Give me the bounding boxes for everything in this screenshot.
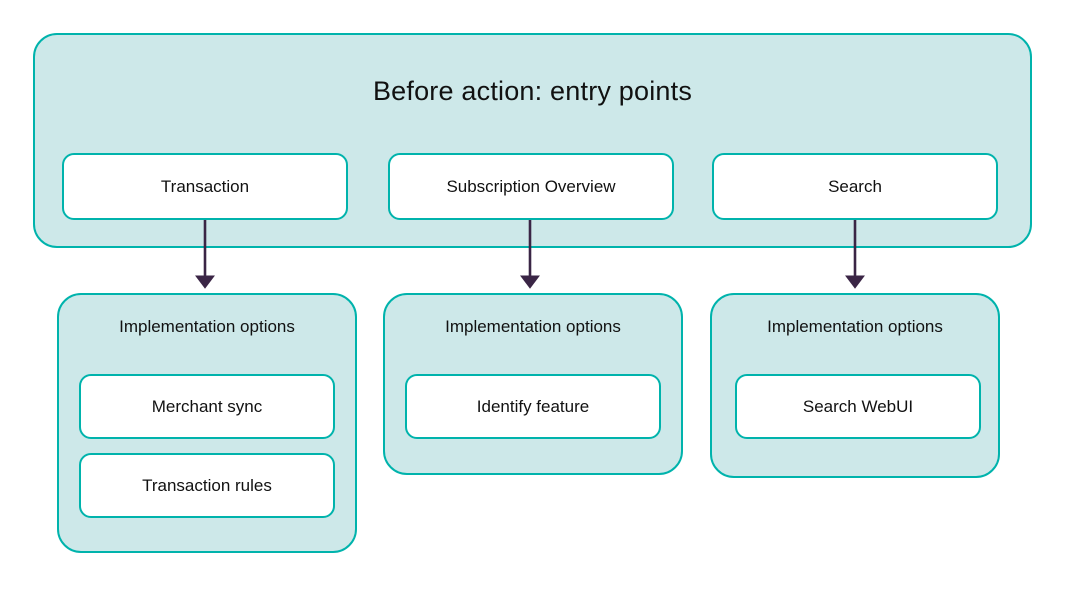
- node-identify-feature[interactable]: Identify feature: [405, 374, 661, 439]
- node-transaction-rules[interactable]: Transaction rules: [79, 453, 335, 518]
- node-transaction-rules-label: Transaction rules: [142, 475, 272, 495]
- implementation-options-title-subscription: Implementation options: [445, 317, 621, 336]
- node-search-webui-label: Search WebUI: [802, 396, 914, 416]
- node-transaction[interactable]: Transaction: [62, 153, 348, 220]
- entry-points-title: Before action: entry points: [372, 76, 693, 106]
- node-transaction-label: Transaction: [160, 176, 250, 196]
- implementation-options-title-transaction: Implementation options: [119, 317, 295, 336]
- implementation-options-title-search: Implementation options: [767, 317, 943, 336]
- node-search-label: Search: [828, 176, 882, 196]
- group-implementation-options-search: Implementation options Search WebUI: [710, 293, 1000, 478]
- node-identify-feature-label: Identify feature: [476, 396, 590, 416]
- node-search[interactable]: Search: [712, 153, 998, 220]
- node-merchant-sync[interactable]: Merchant sync: [79, 374, 335, 439]
- node-merchant-sync-label: Merchant sync: [151, 396, 263, 416]
- node-subscription-overview-label: Subscription Overview: [446, 176, 616, 196]
- node-search-webui[interactable]: Search WebUI: [735, 374, 981, 439]
- group-implementation-options-subscription: Implementation options Identify feature: [383, 293, 683, 475]
- node-subscription-overview[interactable]: Subscription Overview: [388, 153, 674, 220]
- group-implementation-options-transaction: Implementation options Merchant sync Tra…: [57, 293, 357, 553]
